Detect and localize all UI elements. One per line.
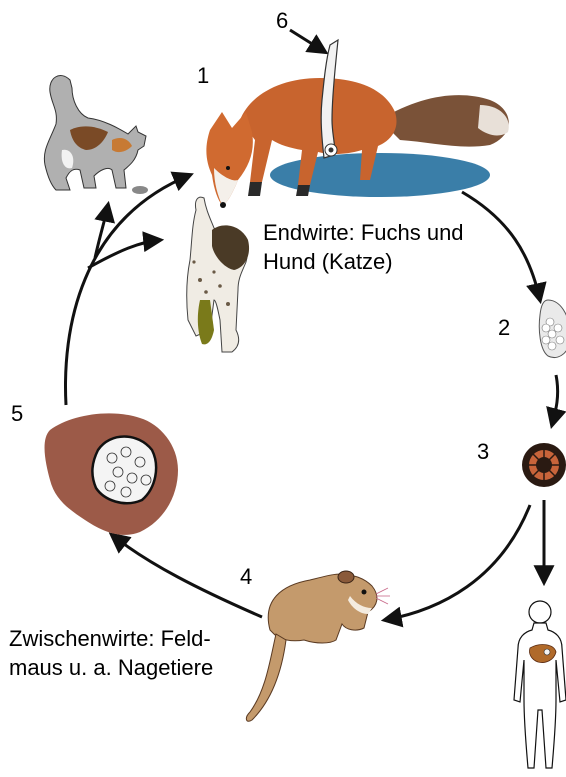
intermediate-hosts-label-line1: Zwischenwirte: Feld- bbox=[9, 626, 211, 652]
step-number-5: 5 bbox=[11, 402, 23, 426]
step-number-3: 3 bbox=[477, 440, 489, 464]
step-number-1: 1 bbox=[197, 64, 209, 88]
step-number-6: 6 bbox=[276, 9, 288, 33]
cat-icon bbox=[44, 76, 148, 194]
definitive-hosts-label-line2: Hund (Katze) bbox=[263, 249, 393, 275]
human-icon bbox=[514, 601, 566, 768]
step-number-2: 2 bbox=[498, 316, 510, 340]
arrow-liver-to-hosts bbox=[65, 175, 190, 405]
vole-icon bbox=[246, 571, 390, 721]
liver-cyst-icon bbox=[45, 413, 178, 535]
fox-icon bbox=[206, 78, 508, 208]
egg-icon bbox=[539, 300, 566, 357]
arrow-egg-to-oncosphere bbox=[552, 375, 558, 425]
dog-icon bbox=[187, 197, 249, 352]
arrow-six-to-worm bbox=[290, 30, 325, 52]
definitive-hosts-label-line1: Endwirte: Fuchs und bbox=[263, 220, 464, 246]
oncosphere-icon bbox=[522, 443, 566, 487]
arrow-oncosphere-to-vole bbox=[385, 505, 530, 620]
step-number-4: 4 bbox=[240, 565, 252, 589]
human-liver-cyst-icon bbox=[544, 649, 550, 655]
arrow-fox-to-egg bbox=[462, 192, 540, 300]
intermediate-hosts-label-line2: maus u. a. Nagetiere bbox=[9, 655, 213, 681]
